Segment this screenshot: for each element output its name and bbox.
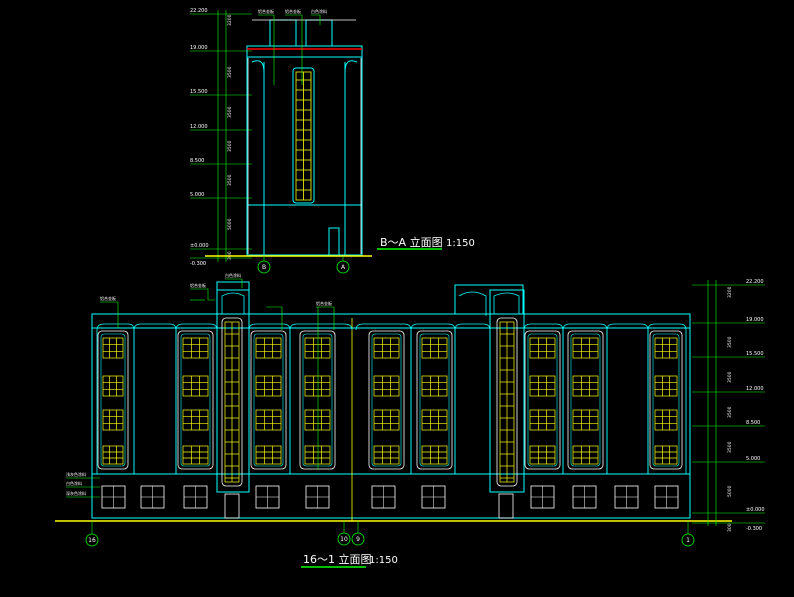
bottom-level-label: ±0.000 — [746, 507, 765, 513]
grid-label-a: A — [341, 264, 346, 271]
grid-label-16: 16 — [88, 537, 96, 544]
top-dim-label: 3500 — [227, 66, 233, 78]
bottom-level-label: 8.500 — [746, 420, 760, 426]
bottom-elevation: 铝合金板 铝合金板 白色涂料 铝合金板 浅灰色涂料 白色涂料 深灰色涂料 22.… — [55, 272, 765, 568]
top-level-label: 12.000 — [190, 124, 208, 130]
top-dim-label: 3500 — [227, 140, 233, 152]
bottom-dim-label: 3500 — [727, 406, 733, 418]
bottom-dim-label: 3500 — [727, 371, 733, 383]
bottom-level-label: 19.000 — [746, 317, 764, 323]
top-level-label: 15.500 — [190, 89, 208, 95]
grid-bubble — [337, 532, 351, 546]
top-annotation: 铝合金板 — [258, 8, 274, 14]
bottom-level-labels: 22.200 19.000 15.500 12.000 8.500 5.000 … — [746, 279, 765, 532]
bottom-level-label: -0.300 — [746, 526, 762, 532]
grid-label-9: 9 — [356, 536, 360, 543]
bottom-left-annotation: 白色涂料 — [66, 480, 82, 486]
bottom-level-label: 15.500 — [746, 351, 764, 357]
top-level-label: 8.500 — [190, 158, 204, 164]
bottom-dim-label: 3500 — [727, 441, 733, 453]
top-dim-label: 5000 — [227, 218, 233, 230]
bottom-top-annotation: 白色涂料 — [225, 272, 241, 278]
grid-bubble — [681, 533, 695, 547]
grid-label-b: B — [262, 264, 266, 271]
bottom-level-label: 22.200 — [746, 279, 764, 285]
top-annotation: 铝合金板 — [285, 8, 301, 14]
top-level-label: ±0.000 — [190, 243, 209, 249]
bottom-level-label: 5.000 — [746, 456, 760, 462]
top-drawing-scale: 1:150 — [446, 238, 475, 249]
bottom-level-label: 12.000 — [746, 386, 764, 392]
top-level-labels: 22.200 19.000 15.500 12.000 8.500 5.000 … — [190, 8, 209, 267]
bottom-dim-label: 3200 — [727, 286, 733, 298]
bottom-dim-label: 3500 — [727, 336, 733, 348]
top-dim-label: 3500 — [227, 174, 233, 186]
top-level-label: 5.000 — [190, 192, 204, 198]
bottom-dim-labels: 3200 3500 3500 3500 3500 5000 300 — [727, 286, 733, 532]
bottom-left-annotation: 浅灰色涂料 — [66, 471, 86, 477]
top-level-label: 19.000 — [190, 45, 208, 51]
top-dim-label: 3500 — [227, 106, 233, 118]
top-level-label: -0.300 — [190, 261, 206, 267]
top-drawing-title: B～A 立面图 — [380, 235, 443, 249]
grid-label-1: 1 — [686, 537, 690, 544]
top-elevation: 22.200 19.000 15.500 12.000 8.500 5.000 … — [190, 8, 475, 274]
grid-label-10: 10 — [340, 536, 348, 543]
bottom-top-annotation: 铝合金板 — [316, 300, 332, 306]
bottom-dim-label: 300 — [727, 523, 733, 532]
grid-bubble — [85, 533, 99, 547]
grid-bubble — [257, 260, 271, 274]
bottom-left-annotation: 深灰色涂料 — [66, 490, 86, 496]
bottom-top-annotation: 铝合金板 — [190, 282, 206, 288]
bottom-drawing-title: 16～1 立面图 — [303, 552, 372, 566]
top-level-label: 22.200 — [190, 8, 208, 14]
grid-bubble — [351, 532, 365, 546]
bottom-drawing-scale: 1:150 — [369, 555, 398, 566]
bottom-top-annotation: 铝合金板 — [100, 295, 116, 301]
bottom-dim-label: 5000 — [727, 485, 733, 497]
top-dim-label: 3200 — [227, 14, 233, 26]
grid-bubble — [336, 260, 350, 274]
top-annotation: 白色涂料 — [311, 8, 327, 14]
